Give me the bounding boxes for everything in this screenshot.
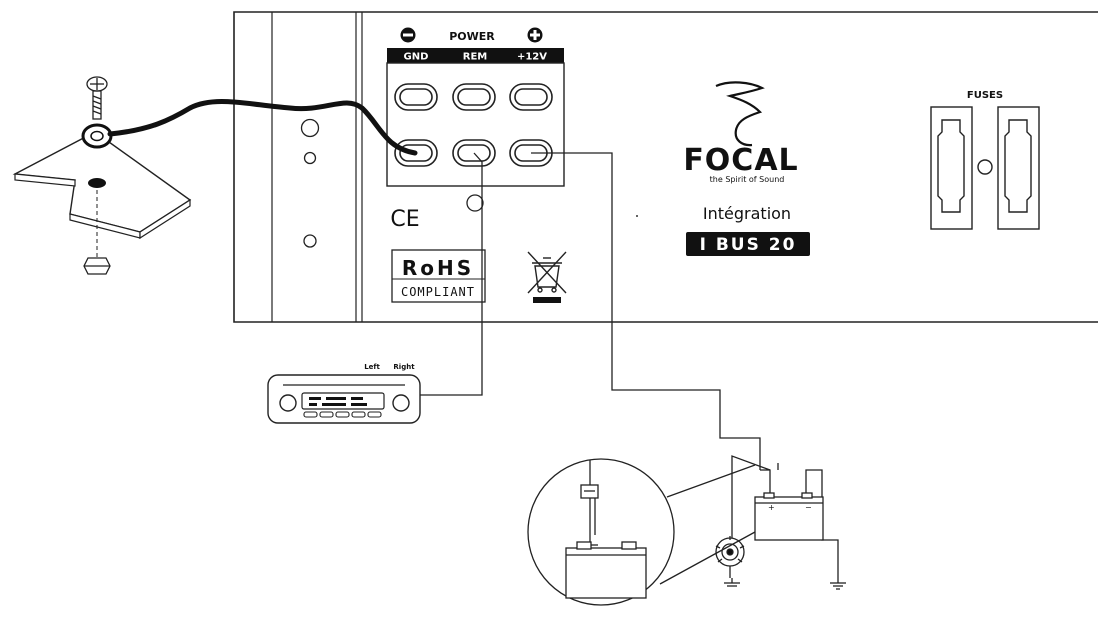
brand-tagline: the Spirit of Sound: [710, 175, 785, 184]
fuse-detail-zoom: [527, 458, 756, 606]
power-wire: [531, 152, 761, 470]
alternator-icon: [715, 536, 745, 578]
power-terminal-block: POWER GND REM +12V: [386, 27, 565, 187]
rohs-title: RoHS: [402, 256, 474, 280]
head-unit-right-label: Right: [393, 363, 415, 371]
fuse-left: [930, 106, 973, 230]
amplifier-panel: [233, 11, 1098, 323]
fuse-block: FUSES: [930, 90, 1040, 230]
mounting-holes: [300, 118, 484, 248]
fuse-right: [997, 106, 1040, 230]
nut-icon: [83, 257, 111, 275]
terminal-label-12v: +12V: [517, 52, 547, 63]
ground-cable: [107, 99, 418, 156]
fuse-holder-icon: [580, 484, 599, 499]
ce-mark: CE: [390, 207, 419, 232]
terminal-label-rem: REM: [463, 52, 488, 63]
brand-name: FOCAL: [683, 143, 798, 178]
weee-bin-icon: [527, 251, 567, 303]
ring-terminal-icon: [81, 123, 113, 149]
focal-swirl-icon: [715, 81, 765, 147]
focal-logo: FOCAL the Spirit of Sound Intégration I …: [636, 81, 810, 256]
terminal-label-gnd: GND: [404, 52, 429, 63]
head-unit: Left Right: [267, 363, 421, 424]
model-name: I BUS 20: [700, 235, 797, 255]
screw-icon: [86, 76, 108, 120]
rohs-badge: RoHS COMPLIANT: [391, 249, 486, 303]
svg-text:−: −: [805, 503, 812, 512]
svg-text:+: +: [768, 503, 775, 512]
fuses-label: FUSES: [967, 90, 1003, 101]
series-name: Intégration: [703, 204, 791, 223]
chassis-plate: [12, 131, 192, 240]
power-title: POWER: [449, 30, 495, 43]
rohs-compliant: COMPLIANT: [401, 285, 475, 299]
alternator-ground-icon: [724, 578, 740, 587]
battery-assembly: + −: [724, 455, 846, 590]
remote-wire: [415, 152, 483, 396]
head-unit-left-label: Left: [364, 363, 380, 371]
ground-icon: [830, 578, 846, 590]
